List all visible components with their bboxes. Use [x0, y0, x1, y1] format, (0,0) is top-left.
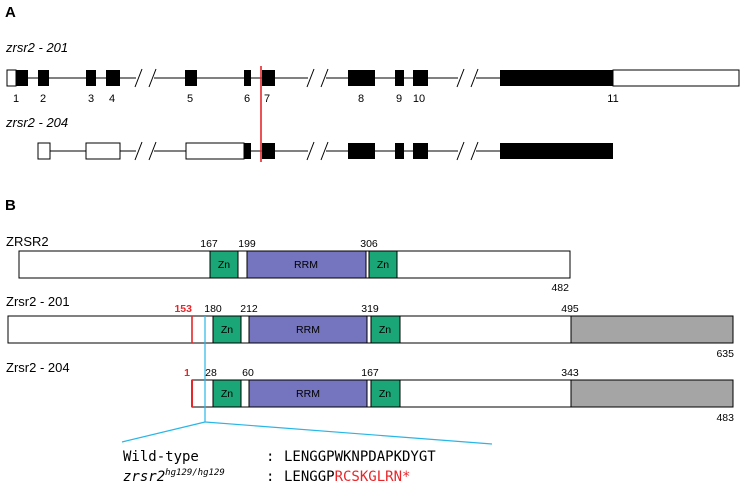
zn-label: Zn: [221, 388, 233, 400]
intron-break-icon: [306, 68, 329, 88]
utr-exon: [37, 142, 51, 160]
exon-2: [38, 70, 49, 86]
intron-break-icon: [134, 68, 157, 88]
position-label: 495: [561, 303, 579, 315]
utr-5prime: [6, 69, 17, 87]
exon-7: [262, 70, 275, 86]
rrm-domain: [248, 315, 368, 344]
exon-8: [348, 70, 375, 86]
rrm-label: RRM: [296, 388, 320, 400]
position-label: 28: [205, 367, 217, 379]
position-label: 167: [200, 238, 218, 250]
exon-7: [262, 143, 275, 159]
zn-finger-domain: [370, 379, 401, 408]
rrm-domain: [248, 379, 368, 408]
sequence-zoom-callout: [121, 316, 493, 445]
rrm-label: RRM: [294, 259, 318, 271]
position-label: 180: [204, 303, 222, 315]
zn-label: Zn: [377, 259, 389, 271]
exon-number: 6: [244, 93, 250, 105]
exon-6: [244, 143, 251, 159]
wild-type-label: Wild-type: [123, 449, 199, 465]
panel-label-a: A: [5, 4, 16, 21]
mutant-label: zrsr2hg129/hg129: [123, 468, 225, 485]
position-label: 306: [360, 238, 378, 250]
position-label: 199: [238, 238, 256, 250]
exon-10: [413, 143, 428, 159]
wild-type-sequence: LENGGPWKNPDAPKDYGT: [284, 449, 436, 465]
position-label: 343: [561, 367, 579, 379]
mutation-position: 1: [184, 367, 190, 379]
exon-6: [244, 70, 251, 86]
exon-9: [395, 143, 404, 159]
exon-number: 11: [607, 93, 618, 105]
zn-label: Zn: [379, 388, 391, 400]
exon-3: [86, 70, 96, 86]
transcript-204: zrsr2 - 204: [5, 115, 613, 161]
protein-zrsr2: ZRSR2 Zn RRM Zn 167 199 306 482: [6, 234, 571, 294]
transcript-201-label: zrsr2 - 201: [5, 40, 68, 55]
zn-finger-domain: [209, 250, 239, 279]
mutant-sequence: LENGGPRCSKGLRN*: [284, 469, 410, 485]
zn-finger-domain: [212, 315, 242, 344]
zn-finger-domain: [370, 315, 401, 344]
exon-10: [413, 70, 428, 86]
rrm-label: RRM: [296, 324, 320, 336]
exon-number: 7: [264, 93, 270, 105]
panel-label-b: B: [5, 197, 16, 214]
exon-9: [395, 70, 404, 86]
protein-name: Zrsr2 - 204: [6, 360, 70, 375]
protein-zrsr2-204: Zrsr2 - 204 Zn RRM Zn 1 28 60 167 343 48…: [6, 360, 734, 424]
exon-number: 1: [13, 93, 19, 105]
protein-zrsr2-201: Zrsr2 - 201 Zn RRM Zn 153 180 212 319 49…: [6, 294, 734, 360]
utr-exon: [185, 142, 245, 160]
zn-finger-domain: [212, 379, 242, 408]
sequence-comparison: Wild-type : LENGGPWKNPDAPKDYGT zrsr2hg12…: [123, 449, 436, 485]
zn-finger-domain: [368, 250, 398, 279]
exon-number: 2: [40, 93, 46, 105]
intron-break-icon: [306, 141, 329, 161]
mutation-position: 153: [174, 303, 192, 315]
intron-break-icon: [456, 141, 479, 161]
exon-8: [348, 143, 375, 159]
position-label: 212: [240, 303, 258, 315]
exon-4: [106, 70, 120, 86]
exon-number: 3: [88, 93, 94, 105]
separator: :: [266, 449, 274, 465]
protein-length: 482: [551, 282, 569, 294]
exon-number: 8: [358, 93, 364, 105]
exon-5: [185, 70, 197, 86]
exon-number: 5: [187, 93, 193, 105]
extended-c-terminus: [570, 315, 734, 344]
transcript-201: zrsr2 - 201 1: [5, 40, 740, 105]
position-label: 319: [361, 303, 379, 315]
exon-number: 10: [413, 93, 425, 105]
utr-exon: [85, 142, 121, 160]
exon-11: [500, 70, 613, 86]
protein-length: 483: [716, 412, 734, 424]
exon-1: [16, 70, 28, 86]
exon-number: 4: [109, 93, 115, 105]
zn-label: Zn: [379, 324, 391, 336]
position-label: 167: [361, 367, 379, 379]
rrm-domain: [246, 250, 367, 279]
protein-name: ZRSR2: [6, 234, 49, 249]
exon-number: 9: [396, 93, 402, 105]
utr-3prime: [612, 69, 740, 87]
extended-c-terminus: [570, 379, 734, 408]
position-label: 60: [242, 367, 254, 379]
intron-break-icon: [134, 141, 157, 161]
protein-length: 635: [716, 348, 734, 360]
protein-name: Zrsr2 - 201: [6, 294, 70, 309]
separator: :: [266, 469, 274, 485]
intron-break-icon: [456, 68, 479, 88]
exon-11: [500, 143, 613, 159]
transcript-204-label: zrsr2 - 204: [5, 115, 68, 130]
zn-label: Zn: [221, 324, 233, 336]
zn-label: Zn: [218, 259, 230, 271]
